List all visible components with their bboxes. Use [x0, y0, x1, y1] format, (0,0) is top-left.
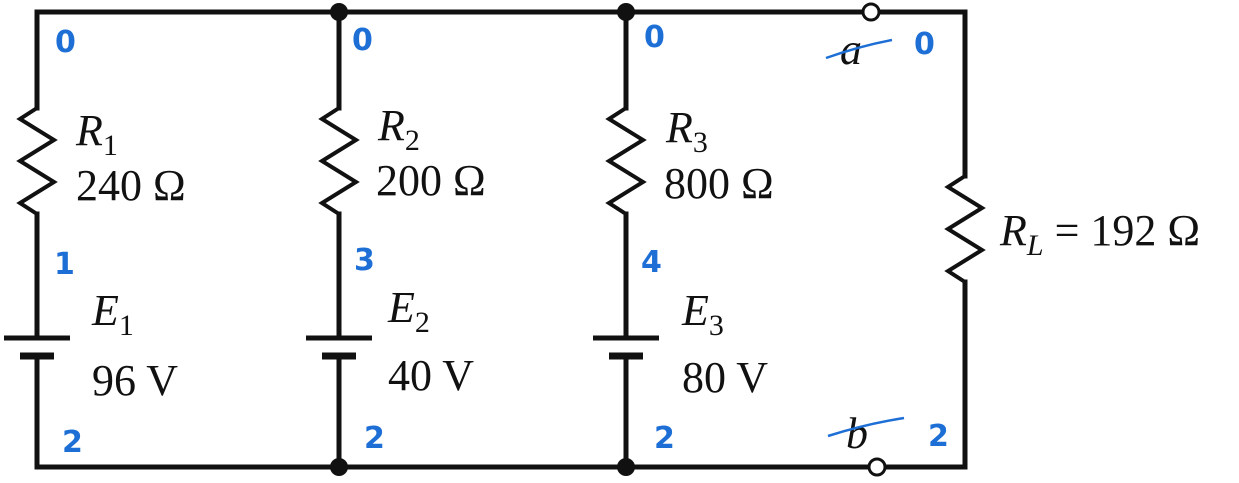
branch-1	[4, 9, 70, 470]
rl-label: RL = 192 Ω	[999, 206, 1200, 262]
e2-label: E2	[387, 283, 430, 339]
e3-value: 80 V	[682, 353, 768, 402]
resistor-rl	[944, 174, 986, 284]
r3-value: 800 Ω	[664, 159, 774, 208]
e3-label: E3	[681, 286, 724, 342]
node-note-top-2: 0	[352, 23, 373, 58]
resistor-r3	[605, 106, 647, 216]
node-note-top-1: 0	[55, 25, 76, 60]
resistor-r2	[318, 106, 360, 216]
branch-3	[593, 9, 659, 470]
node-note-bottom-2: 2	[364, 421, 385, 456]
strike-a	[825, 38, 893, 60]
terminal-b-label: b	[846, 409, 868, 458]
strike-b	[827, 416, 905, 438]
r2-value: 200 Ω	[376, 156, 486, 205]
node-note-bottom-3: 2	[654, 421, 675, 456]
node-note-bottom-1: 2	[62, 425, 83, 460]
node-note-bottom-4: 2	[928, 419, 949, 454]
node-note-mid-2: 3	[354, 243, 375, 278]
branch-2	[306, 9, 372, 470]
load-branch	[944, 9, 986, 470]
e1-value: 96 V	[92, 356, 178, 405]
node-note-top-3: 0	[644, 20, 665, 55]
junction-dot-bottom-3	[617, 458, 635, 476]
terminal-a	[861, 2, 881, 22]
junction-dot-top-3	[617, 3, 635, 21]
resistor-r1	[16, 106, 58, 216]
e2-value: 40 V	[388, 351, 474, 400]
terminal-b	[867, 457, 887, 477]
node-note-top-4: 0	[914, 27, 935, 62]
r3-label: R3	[665, 103, 708, 159]
node-note-mid-3: 4	[641, 245, 662, 280]
node-note-mid-1: 1	[54, 247, 75, 282]
r1-label: R1	[75, 106, 118, 162]
junction-dot-bottom-2	[330, 458, 348, 476]
r1-value: 240 Ω	[76, 161, 186, 210]
junction-dot-top-2	[330, 3, 348, 21]
e1-label: E1	[91, 286, 134, 342]
r2-label: R2	[377, 101, 420, 157]
